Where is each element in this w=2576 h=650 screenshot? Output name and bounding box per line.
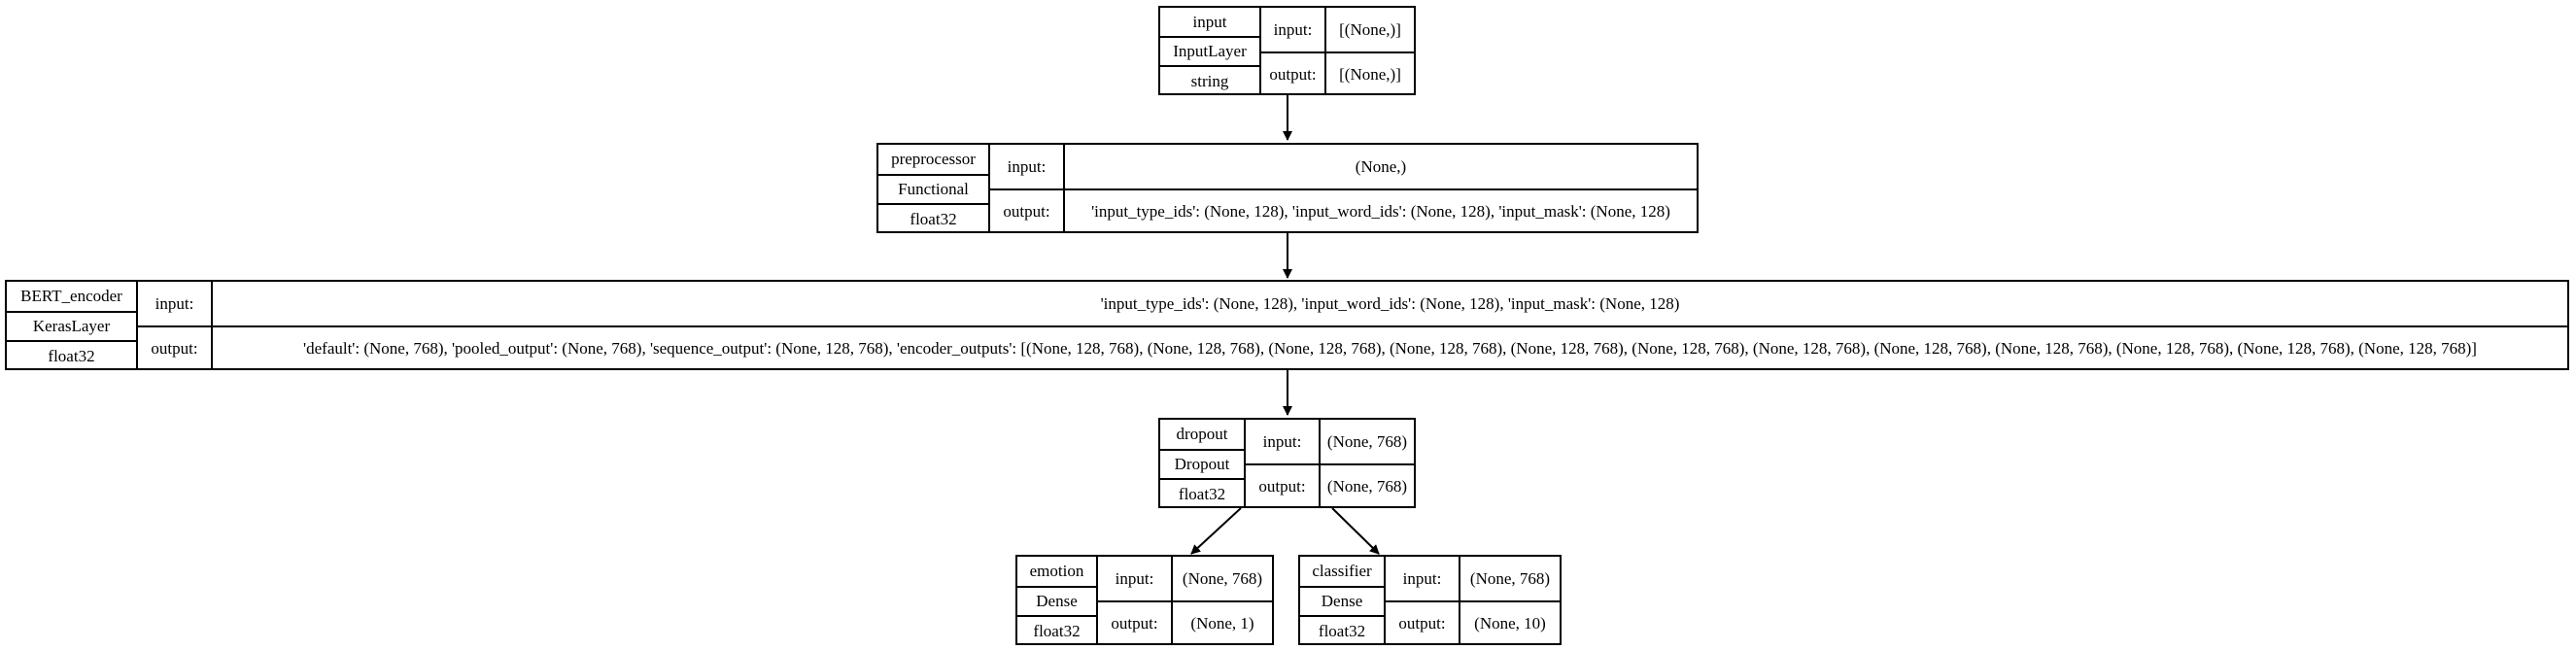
output-label: output: [1096, 600, 1171, 645]
input-label: input: [1096, 557, 1171, 600]
node-classifier: classifier Dense float32 input: output: … [1298, 555, 1562, 645]
output-shape: 'input_type_ids': (None, 128), 'input_wo… [1063, 188, 1697, 233]
node-dtype: string [1160, 65, 1259, 95]
output-label: output: [136, 325, 211, 370]
node-name: classifier [1312, 562, 1372, 580]
edge-dropout-to-classifier [1331, 507, 1380, 555]
output-label: output: [1384, 600, 1459, 645]
input-label: input: [1384, 557, 1459, 600]
output-shape: [(None,)] [1324, 51, 1414, 95]
output-shape: (None, 768) [1319, 463, 1414, 508]
node-name: input [1192, 12, 1227, 31]
input-label: input: [136, 282, 211, 325]
output-label: output: [1259, 51, 1324, 95]
node-name: dropout [1176, 425, 1228, 443]
input-shape: (None,) [1063, 145, 1697, 188]
node-class-name: KerasLayer [7, 311, 136, 340]
node-preprocessor: preprocessor Functional float32 input: o… [876, 143, 1699, 233]
input-label: input: [1244, 420, 1319, 463]
input-shape: (None, 768) [1319, 420, 1414, 463]
input-label: input: [1259, 8, 1324, 51]
output-label: output: [1244, 463, 1319, 508]
output-shape: (None, 1) [1171, 600, 1272, 645]
output-shape: 'default': (None, 768), 'pooled_output':… [211, 325, 2567, 370]
input-shape: 'input_type_ids': (None, 128), 'input_wo… [211, 282, 2567, 325]
node-input: input InputLayer string input: output: [… [1158, 6, 1416, 95]
node-class-name: Dense [1017, 586, 1096, 615]
node-name: BERT_encoder [20, 287, 122, 305]
output-label: output: [988, 188, 1063, 233]
node-emotion: emotion Dense float32 input: output: (No… [1015, 555, 1274, 645]
node-dtype: float32 [1300, 615, 1384, 645]
node-name: emotion [1029, 562, 1084, 580]
input-shape: [(None,)] [1324, 8, 1414, 51]
node-dtype: float32 [1017, 615, 1096, 645]
input-shape: (None, 768) [1171, 557, 1272, 600]
node-class-name: Dropout [1160, 449, 1244, 478]
node-dtype: float32 [878, 203, 988, 233]
node-dtype: float32 [1160, 478, 1244, 508]
node-dropout: dropout Dropout float32 input: output: (… [1158, 418, 1416, 508]
node-bert-encoder: BERT_encoder KerasLayer float32 input: o… [5, 280, 2569, 370]
input-label: input: [988, 145, 1063, 188]
output-shape: (None, 10) [1459, 600, 1560, 645]
node-class-name: InputLayer [1160, 36, 1259, 65]
node-name: preprocessor [891, 150, 976, 168]
node-dtype: float32 [7, 340, 136, 370]
input-shape: (None, 768) [1459, 557, 1560, 600]
node-class-name: Dense [1300, 586, 1384, 615]
node-class-name: Functional [878, 174, 988, 203]
edge-dropout-to-emotion [1190, 507, 1242, 555]
